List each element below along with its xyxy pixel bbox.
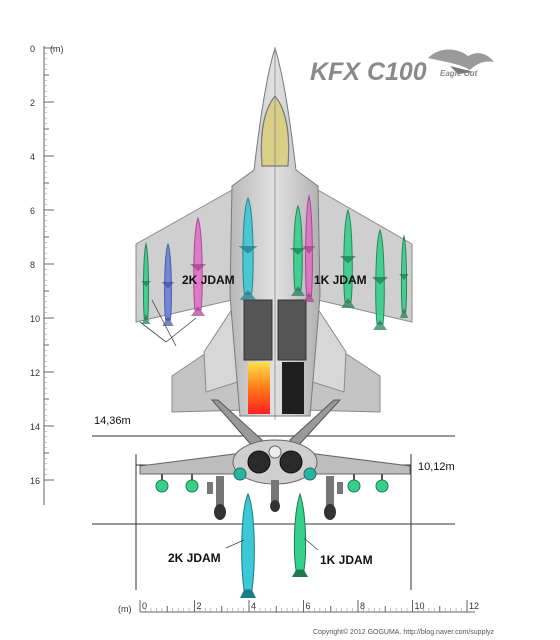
vertical-tick-label: 10 (30, 314, 40, 324)
title: KFX C100 (310, 58, 427, 86)
right-wing (317, 189, 413, 323)
vertical-tick-label: 12 (30, 368, 40, 378)
front-pylon (337, 482, 343, 494)
top-view-weapons (141, 194, 409, 330)
pink-store-left (190, 216, 206, 316)
copyright-text: Copyright© 2012 GOGUMA. http://blog.nave… (313, 628, 495, 636)
jdam-1k-wing-outer-right (372, 228, 388, 330)
horizontal-tick-label: 12 (469, 601, 479, 611)
label-2k-jdam-bottom: 2K JDAM (168, 551, 221, 565)
vertical-tick-label: 16 (30, 476, 40, 486)
front-wing-store (347, 474, 361, 493)
right-main-gear (326, 476, 334, 518)
vertical-tick-label: 14 (30, 422, 40, 432)
blue-store-left (161, 242, 175, 326)
label-1k-jdam-bottom: 1K JDAM (320, 553, 373, 567)
horizontal-tick-label: 2 (197, 601, 202, 611)
jdam-1k-wing-right (340, 208, 356, 308)
front-bay-store (233, 467, 247, 481)
left-intake-icon (247, 450, 271, 474)
nose-gear (271, 480, 279, 510)
vertical-tick-label: 8 (30, 260, 35, 270)
jdam-1k-internal-bay (290, 204, 306, 296)
horizontal-tick-label: 4 (251, 601, 256, 611)
wingspan-dimension: 10,12m (418, 461, 455, 473)
green-store-tip-right (399, 234, 409, 318)
vertical-ruler-unit: (m) (50, 44, 64, 54)
horizontal-tick-label: 8 (360, 601, 365, 611)
horizontal-ruler: 0 2 4 6 8 10 12 (m) (118, 600, 479, 614)
front-view-airframe (139, 399, 411, 520)
eagle-logo-icon (428, 49, 494, 74)
right-intake-icon (279, 450, 303, 474)
logo-text: Eagle Out (440, 69, 478, 78)
vertical-tick-label: 4 (30, 152, 35, 162)
vertical-tick-label: 2 (30, 98, 35, 108)
top-view-airframe (135, 46, 413, 420)
horizontal-tick-label: 0 (142, 601, 147, 611)
green-store-outer-left (141, 242, 151, 324)
front-wing-store (185, 474, 199, 493)
horizontal-ruler-unit: (m) (118, 604, 132, 614)
label-1k-jdam-top: 1K JDAM (314, 273, 367, 287)
vertical-tick-label: 0 (30, 44, 35, 54)
left-wing (135, 189, 233, 323)
front-wing-store (375, 474, 389, 493)
front-view-stores (155, 467, 389, 494)
engine-exhaust-icon (248, 362, 270, 414)
label-2k-jdam-top: 2K JDAM (182, 273, 235, 287)
pink-store-center (302, 194, 316, 302)
length-dimension: 14,36m (94, 415, 131, 427)
jdam-2k-internal-bay (238, 196, 258, 300)
front-wing-store (155, 474, 169, 493)
vertical-ruler: 0 2 4 6 8 10 12 14 16 (m) (30, 44, 64, 505)
horizontal-tick-label: 10 (415, 601, 425, 611)
front-pylon (207, 482, 213, 494)
vertical-tick-label: 6 (30, 206, 35, 216)
engine-bay (282, 362, 304, 414)
front-bay-store (303, 467, 317, 481)
right-weapon-bay (277, 299, 307, 361)
bottom-1k-jdam (292, 492, 308, 577)
bottom-2k-jdam (240, 492, 256, 598)
left-weapon-bay (243, 299, 273, 361)
left-main-gear (216, 476, 224, 518)
horizontal-tick-label: 6 (306, 601, 311, 611)
